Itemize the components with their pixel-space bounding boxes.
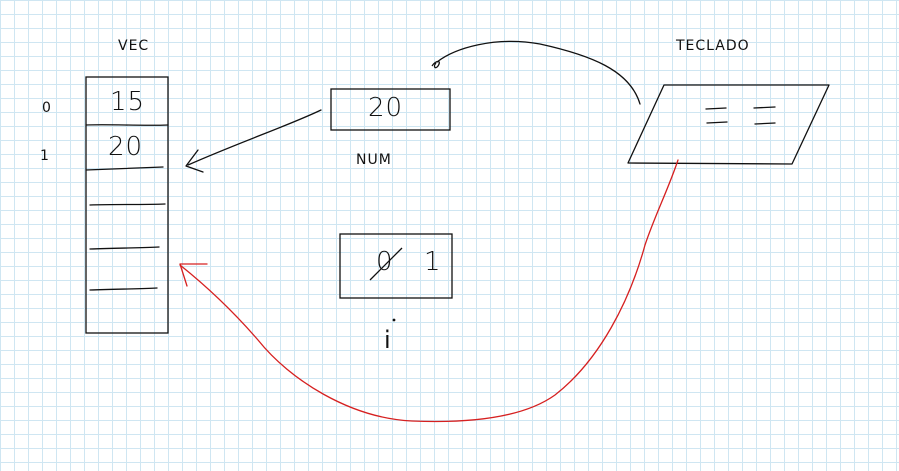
red-arrowhead [179, 263, 208, 287]
vec-row-divider [89, 287, 158, 291]
vec-cell-1: 20 [108, 132, 144, 162]
i-box [339, 233, 453, 299]
key-mark [706, 121, 728, 124]
num-to-vec-arrow [187, 109, 322, 166]
num-label: NUM [356, 152, 392, 168]
keyboard-to-vec-red-arrow [179, 159, 679, 423]
vec-index-1: 1 [40, 148, 50, 164]
key-mark [754, 122, 776, 125]
keyboard-to-num-arrow [436, 40, 641, 105]
i-old-value: 0 [376, 247, 394, 277]
zero-strikethrough [369, 247, 403, 281]
num-box [330, 88, 451, 131]
vec-row-divider [85, 124, 169, 126]
vec-label: VEC [118, 38, 150, 54]
vec-array [85, 76, 169, 334]
num-to-vec-arrowhead [185, 149, 204, 173]
i-dot [392, 318, 396, 322]
vec-row-divider [89, 246, 160, 250]
vec-cell-0: 15 [110, 87, 146, 117]
i-value: 1 [424, 247, 442, 277]
keyboard-label: TECLADO [676, 38, 750, 54]
keyboard-shape [627, 84, 830, 165]
key-mark [753, 106, 776, 109]
key-mark [705, 107, 727, 110]
arrow-tip-scribble [431, 60, 440, 69]
keyboard-keys [705, 106, 776, 125]
i-label: i [384, 326, 392, 354]
vec-array-outline [85, 76, 169, 334]
vec-row-divider [89, 203, 166, 206]
vec-row-divider [85, 166, 164, 171]
vec-index-0: 0 [42, 100, 52, 116]
num-value: 20 [368, 93, 404, 123]
